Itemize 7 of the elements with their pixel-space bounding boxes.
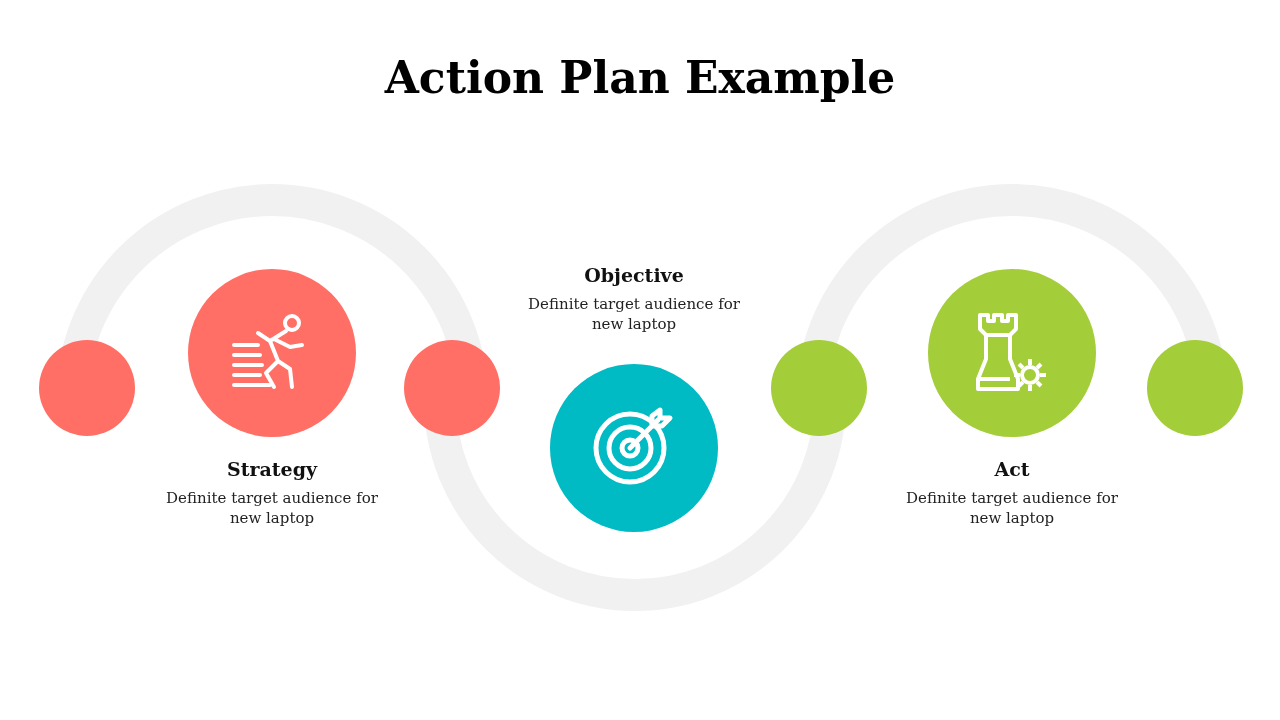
title: Action Plan Example [383,52,897,103]
step-heading: Act [993,458,1031,480]
step-heading: Objective [583,264,685,286]
step-description: Definite target audience for new laptop [905,488,1119,528]
step-description: Definite target audience for new laptop [527,294,741,334]
step-heading: Strategy [226,458,319,480]
step-description: Definite target audience for new laptop [165,488,379,528]
